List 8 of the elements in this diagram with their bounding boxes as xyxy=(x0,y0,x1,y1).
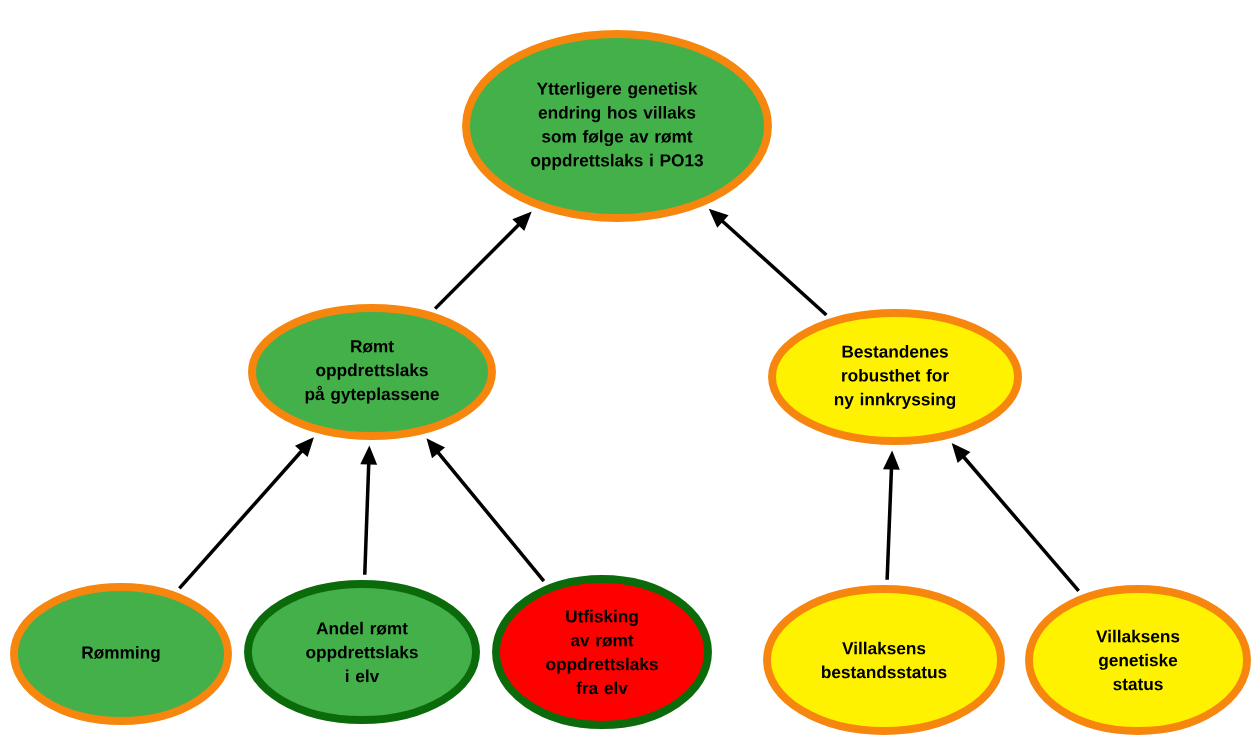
ellipse-node: Rømming xyxy=(10,583,232,725)
ellipse-node: Ytterligere genetisk endring hos villaks som følge av rømt oppdrettslaks i PO13 xyxy=(462,30,772,222)
ellipse-node: Utfisking av rømt oppdrettslaks fra elv xyxy=(492,575,712,729)
ellipse-node: Villaksens genetiske status xyxy=(1025,585,1251,735)
ellipse-node: Rømt oppdrettslaks på gyteplassene xyxy=(248,304,496,440)
ellipse-node: Bestandenes robusthet for ny innkryssing xyxy=(768,309,1022,445)
ellipse-node: Villaksens bestandsstatus xyxy=(763,585,1005,735)
ellipse-node: Andel rømt oppdrettslaks i elv xyxy=(244,580,480,724)
